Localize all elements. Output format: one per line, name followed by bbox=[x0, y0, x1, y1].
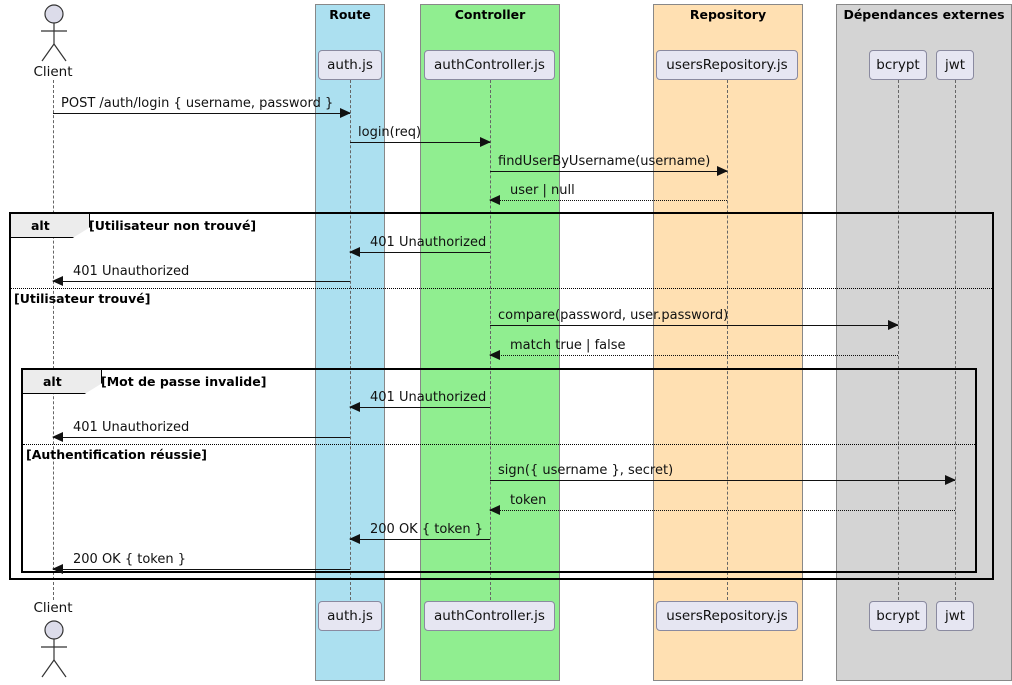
message-line bbox=[53, 281, 350, 282]
participant-label: jwt bbox=[944, 57, 966, 73]
fragment-keyword-tab bbox=[11, 214, 90, 238]
fragment-alt-outer bbox=[9, 212, 994, 580]
participant-label: usersRepository.js bbox=[666, 57, 788, 73]
lifeline-authjs bbox=[350, 80, 351, 600]
group-title-route: Route bbox=[329, 7, 371, 22]
message-label: findUserByUsername(username) bbox=[498, 154, 711, 169]
participant-label: auth.js bbox=[327, 608, 373, 624]
group-box-external: Dépendances externes bbox=[836, 4, 1012, 681]
stick-figure-actor-icon bbox=[41, 620, 67, 678]
arrow-head-icon bbox=[52, 276, 63, 286]
lifeline-client bbox=[53, 80, 54, 600]
participant-authjs-foot[interactable]: auth.js bbox=[318, 601, 382, 631]
participant-label: auth.js bbox=[327, 57, 373, 73]
arrow-head-icon bbox=[489, 350, 500, 360]
message-line bbox=[53, 437, 350, 438]
fragment-divider bbox=[11, 288, 992, 289]
arrow-head-icon bbox=[52, 432, 63, 442]
participant-jwt-foot[interactable]: jwt bbox=[936, 601, 974, 631]
message-line bbox=[490, 325, 898, 326]
fragment-condition: [Utilisateur non trouvé] bbox=[89, 218, 257, 233]
message-line bbox=[350, 142, 490, 143]
message-label: token bbox=[510, 493, 547, 508]
message-line bbox=[53, 569, 350, 570]
actor-client-top bbox=[38, 4, 70, 62]
participant-authctrl-foot[interactable]: authController.js bbox=[424, 601, 555, 631]
fragment-divider bbox=[23, 444, 975, 445]
arrow-head-icon bbox=[945, 475, 956, 485]
lifeline-bcrypt bbox=[898, 80, 899, 600]
message-label: user | null bbox=[510, 183, 575, 198]
arrow-head-icon bbox=[480, 137, 491, 147]
message-label: sign({ username }, secret) bbox=[498, 463, 674, 478]
message-label: 401 Unauthorized bbox=[370, 235, 487, 250]
participant-label: usersRepository.js bbox=[666, 608, 788, 624]
participant-label: bcrypt bbox=[876, 57, 920, 73]
message-line bbox=[350, 252, 490, 253]
message-line bbox=[350, 407, 490, 408]
participant-label: bcrypt bbox=[876, 608, 920, 624]
fragment-keyword: alt bbox=[43, 374, 62, 389]
message-label: compare(password, user.password) bbox=[498, 308, 729, 323]
message-label: 200 OK { token } bbox=[73, 552, 186, 567]
stick-figure-actor-icon bbox=[41, 4, 67, 62]
message-label: POST /auth/login { username, password } bbox=[61, 96, 334, 111]
group-title-external: Dépendances externes bbox=[843, 7, 1005, 22]
arrow-head-icon bbox=[52, 564, 63, 574]
participant-jwt[interactable]: jwt bbox=[936, 50, 974, 80]
arrow-head-icon bbox=[717, 166, 728, 176]
arrow-head-icon bbox=[340, 108, 351, 118]
message-line bbox=[490, 200, 727, 201]
fragment-alt-inner bbox=[21, 368, 977, 573]
participant-authjs[interactable]: auth.js bbox=[318, 50, 382, 80]
participant-label: jwt bbox=[944, 608, 966, 624]
group-title-controller: Controller bbox=[454, 7, 526, 22]
message-label: login(req) bbox=[358, 125, 422, 140]
message-label: match true | false bbox=[510, 338, 626, 353]
group-box-repository: Repository bbox=[653, 4, 803, 681]
lifeline-authctrl bbox=[490, 80, 491, 600]
participant-label: authController.js bbox=[434, 57, 545, 73]
arrow-head-icon bbox=[489, 505, 500, 515]
message-line bbox=[490, 510, 955, 511]
message-label: 401 Unauthorized bbox=[73, 420, 190, 435]
arrow-head-icon bbox=[349, 402, 360, 412]
message-line bbox=[490, 355, 898, 356]
fragment-else-label: [Utilisateur trouvé] bbox=[14, 291, 151, 306]
fragment-condition: [Mot de passe invalide] bbox=[101, 374, 267, 389]
fragment-keyword-tab bbox=[23, 370, 102, 394]
fragment-else-label: [Authentification réussie] bbox=[26, 447, 207, 462]
arrow-head-icon bbox=[888, 320, 899, 330]
message-label: 200 OK { token } bbox=[370, 522, 483, 537]
lifeline-jwt bbox=[955, 80, 956, 600]
actor-client-bottom bbox=[38, 620, 70, 678]
lifeline-usersrepo bbox=[727, 80, 728, 600]
message-line bbox=[350, 539, 490, 540]
participant-authctrl[interactable]: authController.js bbox=[424, 50, 555, 80]
group-title-repository: Repository bbox=[689, 7, 767, 22]
message-line bbox=[490, 480, 955, 481]
participant-label: authController.js bbox=[434, 608, 545, 624]
participant-usersrepo[interactable]: usersRepository.js bbox=[656, 50, 798, 80]
actor-label-top: Client bbox=[33, 64, 73, 80]
message-line bbox=[53, 113, 350, 114]
message-label: 401 Unauthorized bbox=[370, 390, 487, 405]
message-label: 401 Unauthorized bbox=[73, 264, 190, 279]
participant-bcrypt[interactable]: bcrypt bbox=[869, 50, 927, 80]
arrow-head-icon bbox=[489, 195, 500, 205]
message-line bbox=[490, 171, 727, 172]
actor-label-bottom: Client bbox=[33, 600, 73, 616]
arrow-head-icon bbox=[349, 534, 360, 544]
participant-bcrypt-foot[interactable]: bcrypt bbox=[869, 601, 927, 631]
fragment-keyword: alt bbox=[31, 218, 50, 233]
arrow-head-icon bbox=[349, 247, 360, 257]
participant-usersrepo-foot[interactable]: usersRepository.js bbox=[656, 601, 798, 631]
